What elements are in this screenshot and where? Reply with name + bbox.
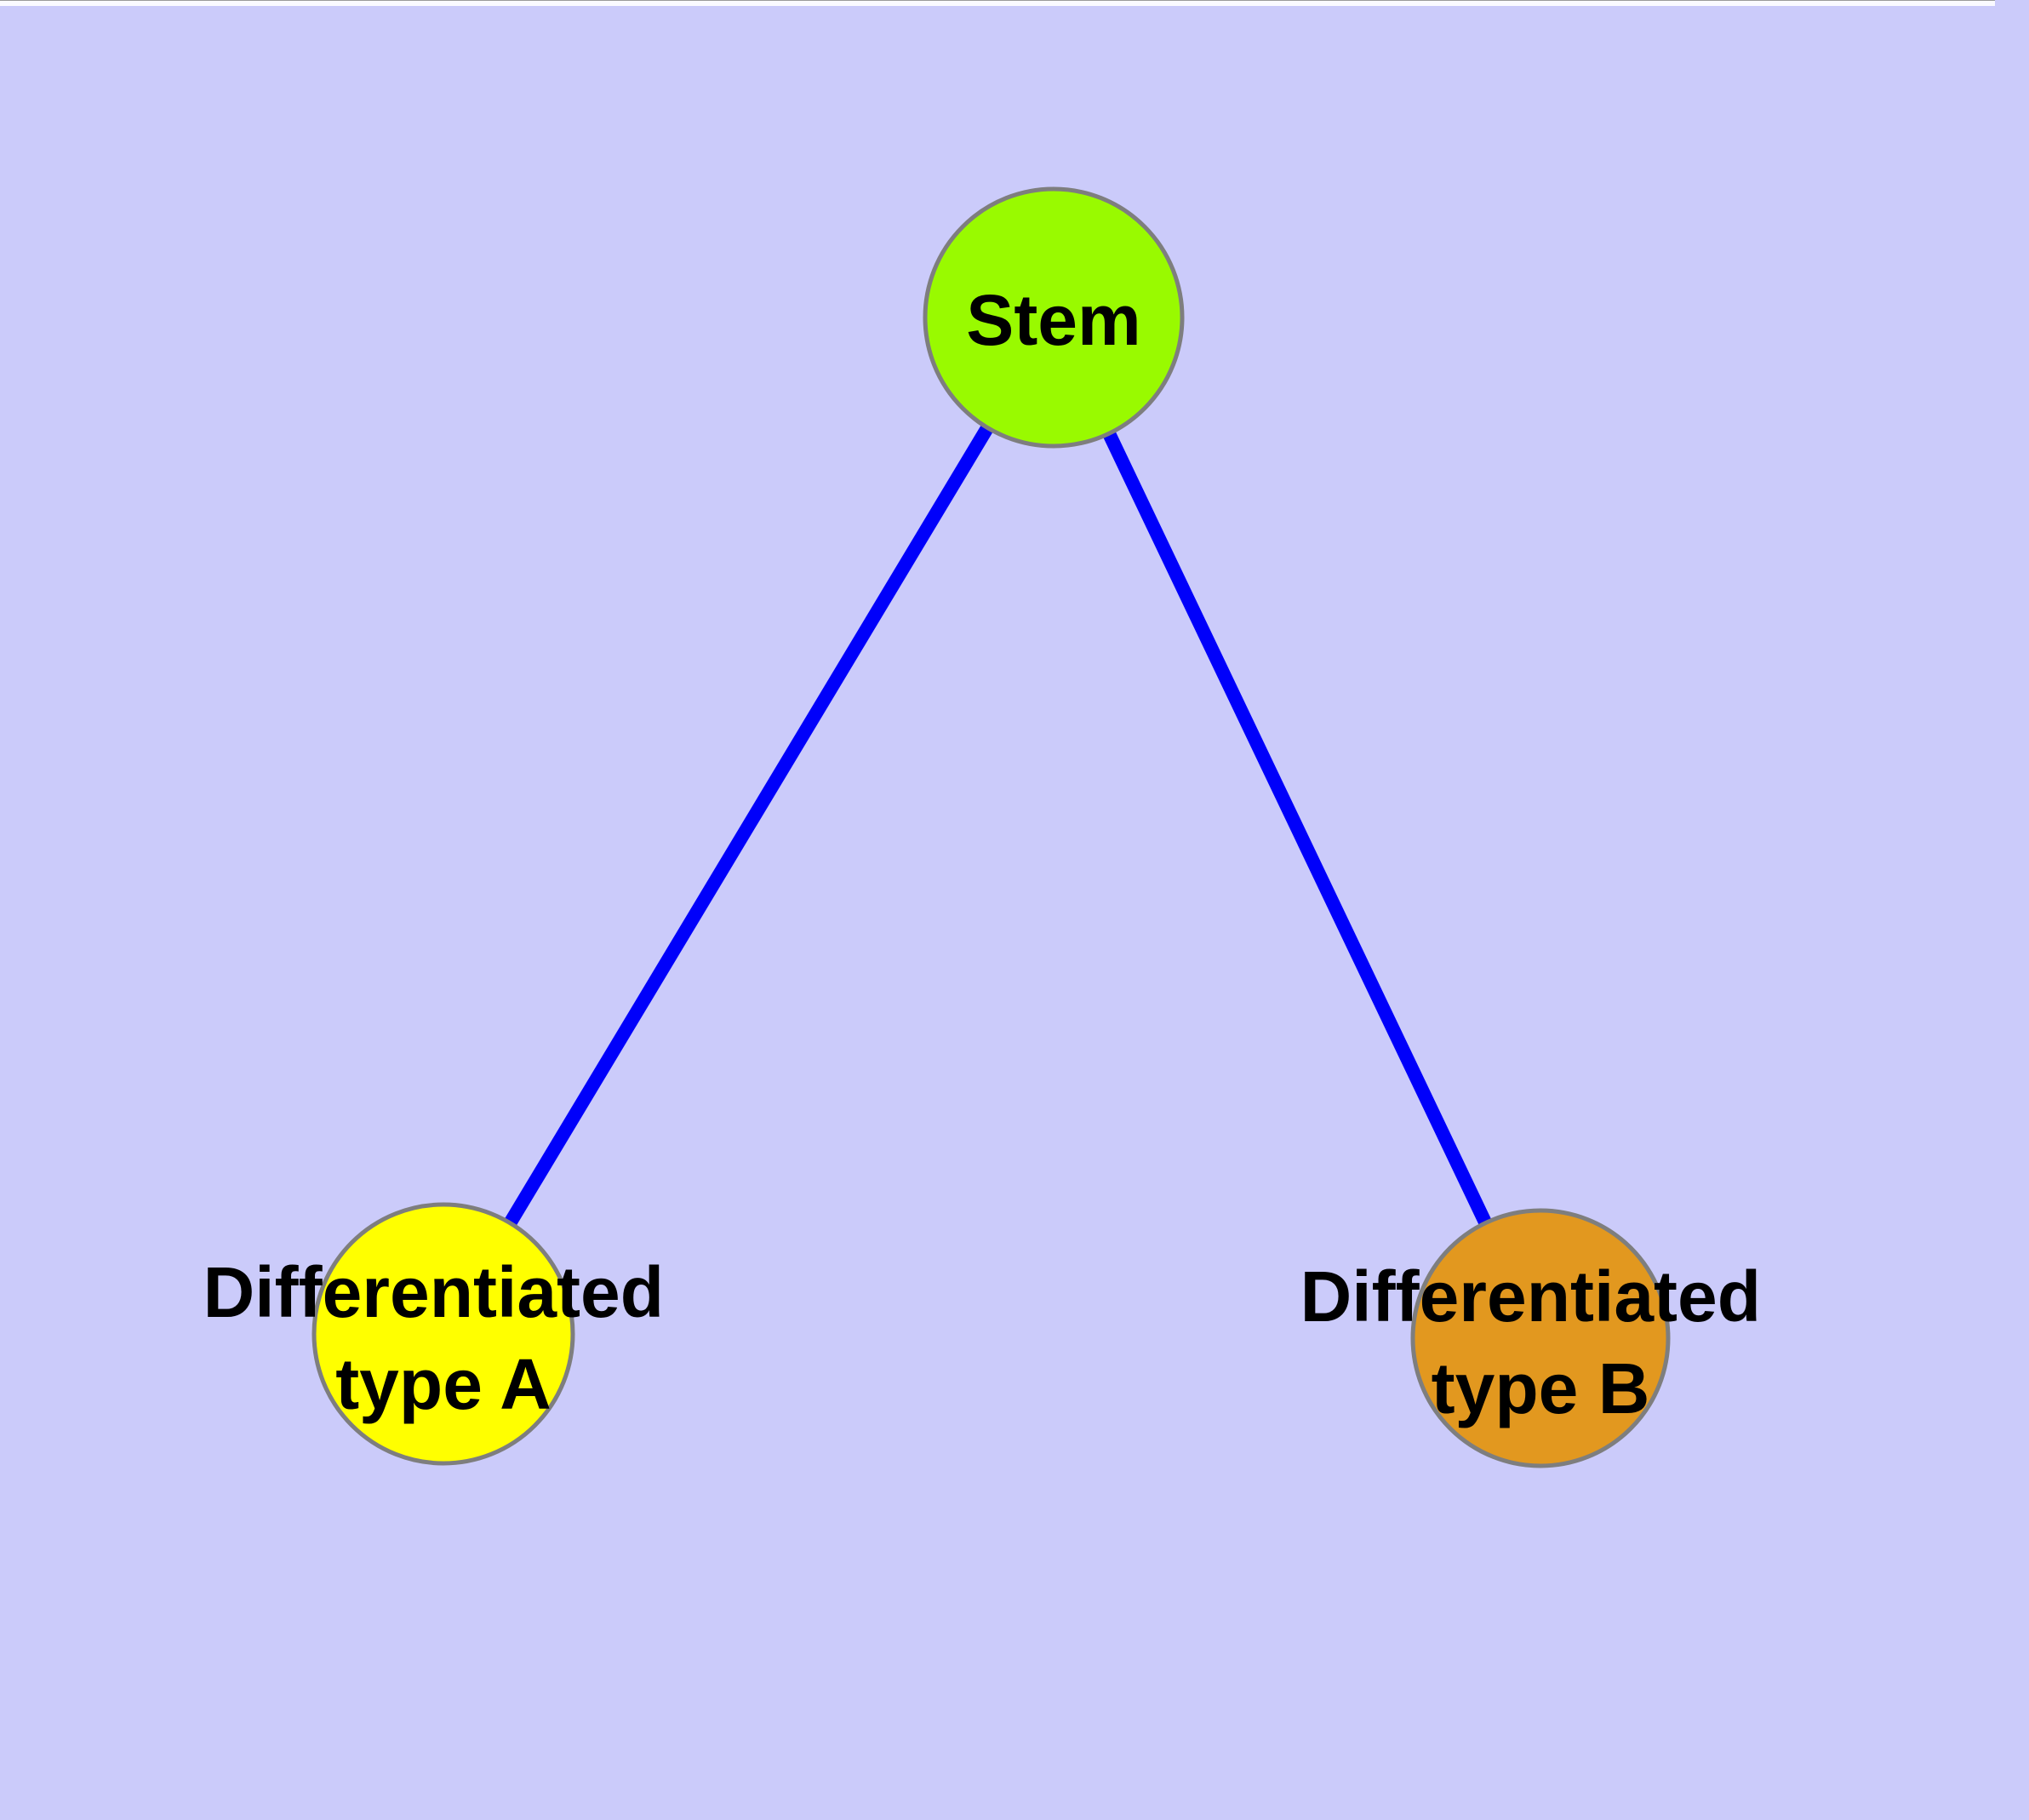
node-differentiated-type-a: Differentiated type A [203, 1202, 684, 1466]
differentiated-type-a-circle [311, 1202, 575, 1466]
edge-stem-to-diff-b [1047, 314, 1547, 1342]
window-top-strip [0, 0, 1995, 6]
differentiated-type-b-label: Differentiated type B [1300, 1256, 1781, 1428]
node-differentiated-type-b: Differentiated type B [1300, 1208, 1781, 1468]
differentiated-type-a-label: Differentiated type A [203, 1252, 684, 1424]
stem-node-label: Stem [966, 280, 1140, 360]
stem-node-circle [923, 186, 1185, 449]
edge-stem-to-diff-a [437, 313, 1060, 1338]
node-stem: Stem [923, 186, 1185, 449]
differentiated-type-b-circle [1410, 1208, 1671, 1468]
